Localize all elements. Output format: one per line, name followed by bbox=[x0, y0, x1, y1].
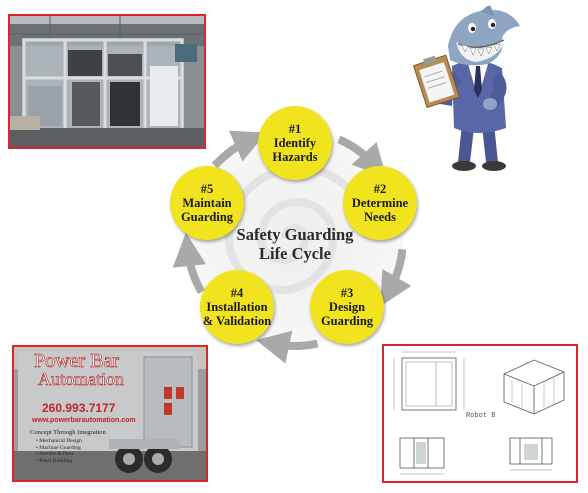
service-trailer-photo: Power Bar Automation 260.993.7177 www.po… bbox=[12, 345, 208, 482]
trailer-brand-line2: Automation bbox=[38, 369, 125, 390]
arrow-1-to-2 bbox=[337, 135, 387, 179]
trailer-services-list: • Mechanical Design • Machine Guarding •… bbox=[36, 438, 82, 464]
arrow-3-to-4 bbox=[256, 330, 319, 364]
arrow-2-to-3 bbox=[380, 248, 412, 307]
shark-mascot bbox=[410, 4, 536, 176]
step-label: Design Guarding bbox=[320, 300, 374, 328]
trailer-service-item: • Mechanical Design bbox=[36, 438, 82, 444]
step-label: Installation & Validation bbox=[202, 300, 272, 328]
step-label: Identify Hazards bbox=[272, 136, 318, 164]
guarding-design-drawing: Robot B bbox=[382, 344, 578, 483]
cycle-title: Safety Guarding Life Cycle bbox=[236, 225, 354, 263]
step-number: #1 bbox=[288, 122, 302, 136]
trailer-service-item: • Service & Parts bbox=[36, 451, 74, 457]
trailer-illustration bbox=[14, 347, 206, 480]
machine-guarding-illustration bbox=[10, 16, 204, 147]
step-number: #2 bbox=[373, 182, 387, 196]
trailer-brand-line1: Power Bar bbox=[34, 350, 120, 373]
step-label: Maintain Guarding bbox=[180, 196, 234, 224]
cad-drawing-illustration bbox=[393, 351, 565, 475]
arrow-5-to-1 bbox=[211, 130, 267, 169]
trailer-phone: 260.993.7177 bbox=[42, 401, 116, 415]
drawing-caption: Robot B bbox=[466, 412, 496, 420]
step-number: #3 bbox=[340, 286, 354, 300]
machine-guarding-photo bbox=[8, 14, 206, 149]
trailer-web: www.powerbarautomation.com bbox=[32, 417, 136, 424]
shark-mascot-illustration bbox=[412, 4, 520, 171]
trailer-service-item: • Panel Building bbox=[36, 457, 73, 464]
step-number: #5 bbox=[200, 182, 214, 196]
arrow-4-to-5 bbox=[172, 232, 207, 295]
trailer-services-title: Concept Through Integration bbox=[30, 429, 106, 436]
trailer-service-item: • Machine Guarding bbox=[36, 444, 81, 451]
step-label: Determine Needs bbox=[351, 196, 409, 224]
step-number: #4 bbox=[230, 286, 244, 300]
